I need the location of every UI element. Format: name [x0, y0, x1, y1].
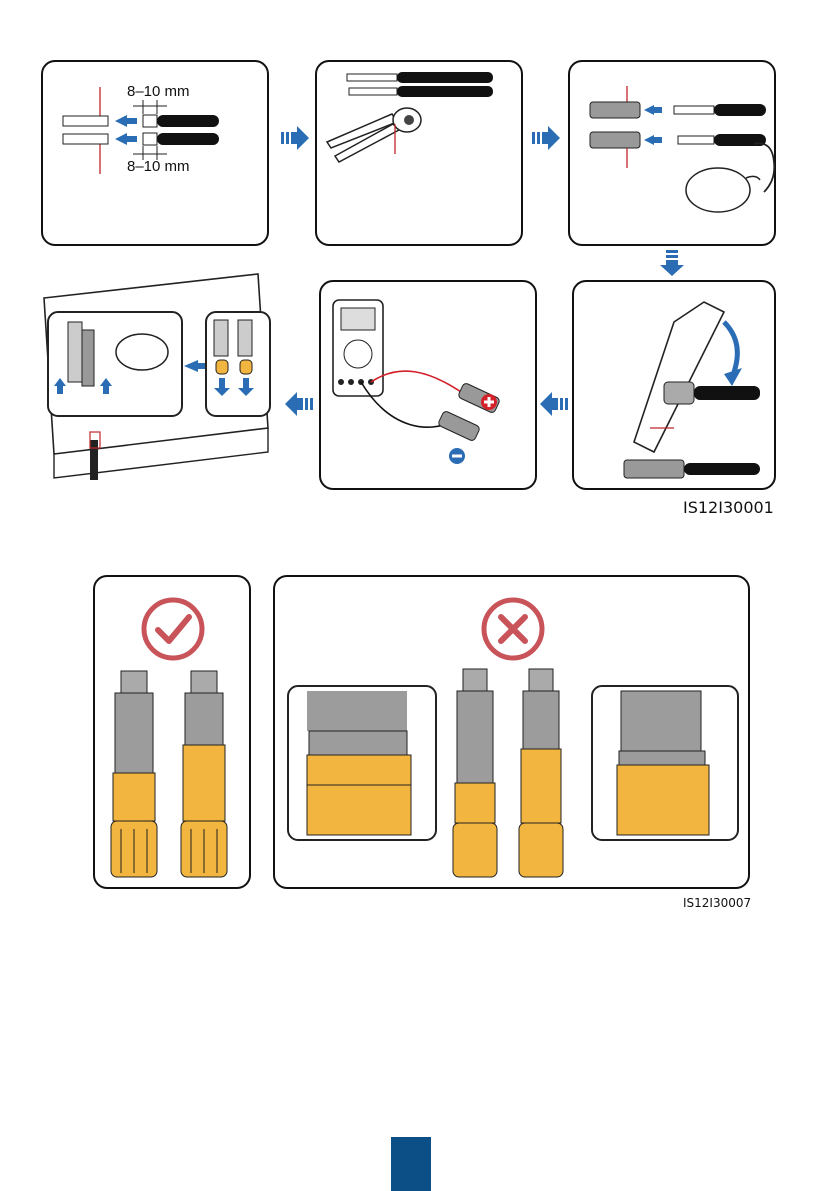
multimeter-illustration: [321, 282, 539, 492]
check-circle-icon: [141, 597, 205, 661]
zoom-inset-right: [591, 685, 739, 841]
correct-connection-panel: [93, 575, 251, 889]
zoom-inset-left: [287, 685, 437, 841]
connector-pair-incorrect: [451, 667, 571, 881]
step2-panel: [315, 60, 523, 246]
strip-length-bottom: 8–10 mm: [127, 158, 190, 175]
connector-insert-inset: [48, 312, 182, 416]
crimping-tool-illustration: [317, 62, 525, 248]
insert-contact-illustration: [570, 62, 778, 248]
x-circle-icon: [481, 597, 545, 661]
step-arrow-left: [285, 392, 313, 416]
step1-panel: 8–10 mm 8–10 mm: [41, 60, 269, 246]
incorrect-connection-panel: [273, 575, 750, 889]
step5-panel: [319, 280, 537, 490]
step4-panel: [572, 280, 776, 490]
connector-pair-correct: [105, 669, 245, 881]
step-arrow-left: [540, 392, 568, 416]
step-arrow-down: [660, 250, 684, 276]
step-arrow-right: [532, 126, 560, 150]
step-arrow-right: [281, 126, 309, 150]
tighten-nut-illustration: [574, 282, 778, 492]
figure1-id: IS12I30001: [683, 498, 774, 517]
page-number-tab: [391, 1137, 431, 1191]
figure2-id: IS12I30007: [683, 896, 751, 910]
cap-remove-inset: [206, 312, 270, 416]
strip-length-top: 8–10 mm: [127, 83, 190, 100]
step3-panel: [568, 60, 776, 246]
inverter-illustration: [14, 268, 276, 486]
